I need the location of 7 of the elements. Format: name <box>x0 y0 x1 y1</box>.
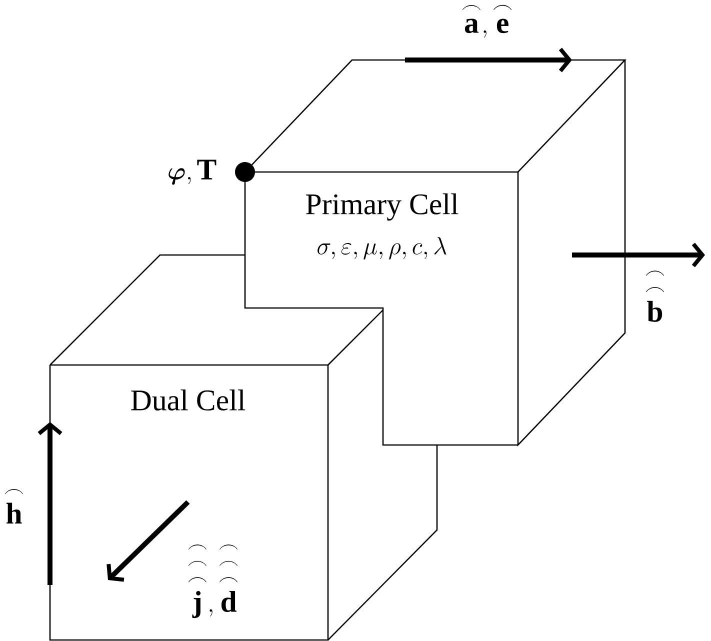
formula-label: $\overset{\frown}{\mathbf{a}}, \overset{\frown}{\mathbf{e}}$ <box>462 4 512 38</box>
formula-label: $\overset{\frown}{\overset{\frown}{\mathbf{b}}}$ <box>646 270 664 322</box>
formula-label: $\boldsymbol{\varphi}, \mathbf{T}$ <box>168 160 216 185</box>
node-label: Primary Cell <box>306 193 458 221</box>
formula-label: $\overset{\frown}{\mathbf{h}}$ <box>5 489 23 524</box>
formula-label: $\overset{\frown}{\overset{\frown}{\overset{\frown}{\mathbf{j}}}}, \overset{\frown}{\overset{\frown}{\overset{\frown}{\mathbf{d}}}}$ <box>188 544 238 618</box>
cube-drawing: Primary Cell $\sigma, \varepsilon, \mu, \rho, c, \lambda$ <box>243 59 627 447</box>
